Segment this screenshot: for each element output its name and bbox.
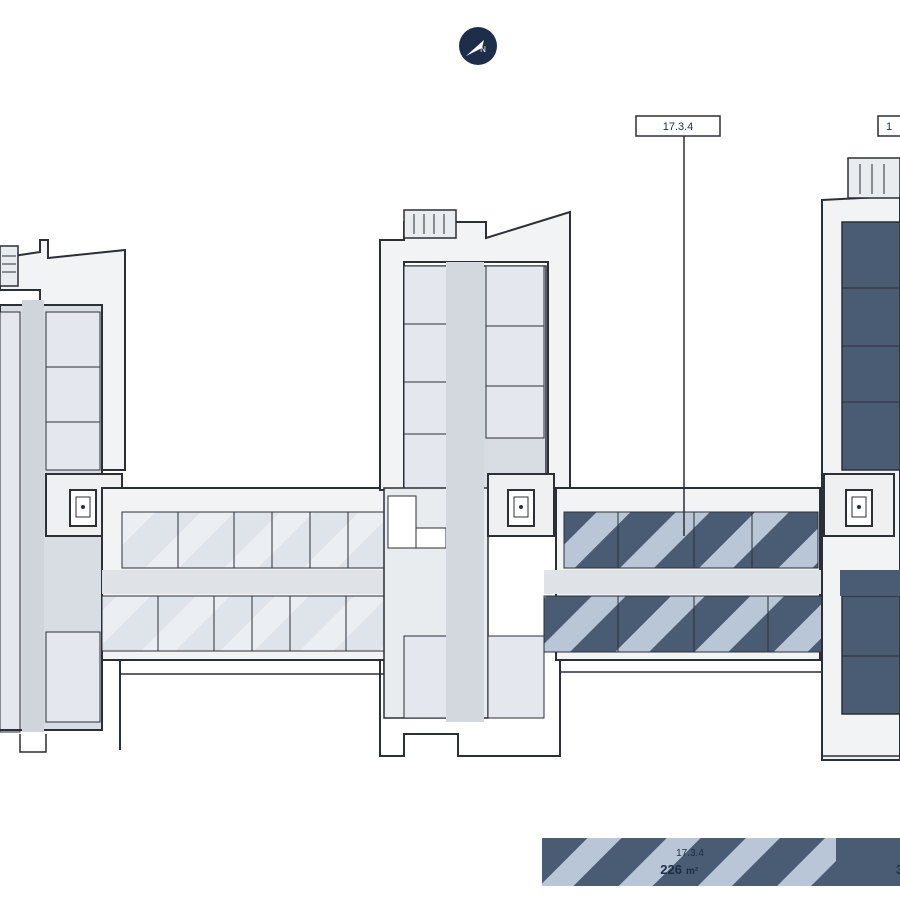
center-corridor xyxy=(446,262,484,722)
callout-partial[interactable]: 1 xyxy=(877,115,900,137)
callout-label: 17.3.4 xyxy=(663,121,694,133)
unit-17-3-4[interactable] xyxy=(543,487,844,673)
legend-unit: 17.3.4 xyxy=(676,848,704,859)
center-wing xyxy=(379,209,571,757)
legend-item-17-3-4[interactable]: 17.3.4 226 m² xyxy=(542,838,836,886)
north-arrow-icon: N xyxy=(459,27,497,65)
legend-area-unit: m² xyxy=(686,866,699,877)
callout-label: 1 xyxy=(886,121,892,133)
legend-area-value: 226 xyxy=(660,862,682,877)
legend-item-partial[interactable]: 3 xyxy=(836,838,900,886)
legend-area-value: 3 xyxy=(896,862,900,877)
left-corridor xyxy=(22,300,44,732)
callout-17-3-4[interactable]: 17.3.4 xyxy=(635,115,721,536)
west-corridor-block xyxy=(101,487,392,675)
compass-letter: N xyxy=(480,45,486,54)
right-wing xyxy=(821,157,900,761)
legend: 17.3.4 226 m² 3 xyxy=(542,838,900,886)
